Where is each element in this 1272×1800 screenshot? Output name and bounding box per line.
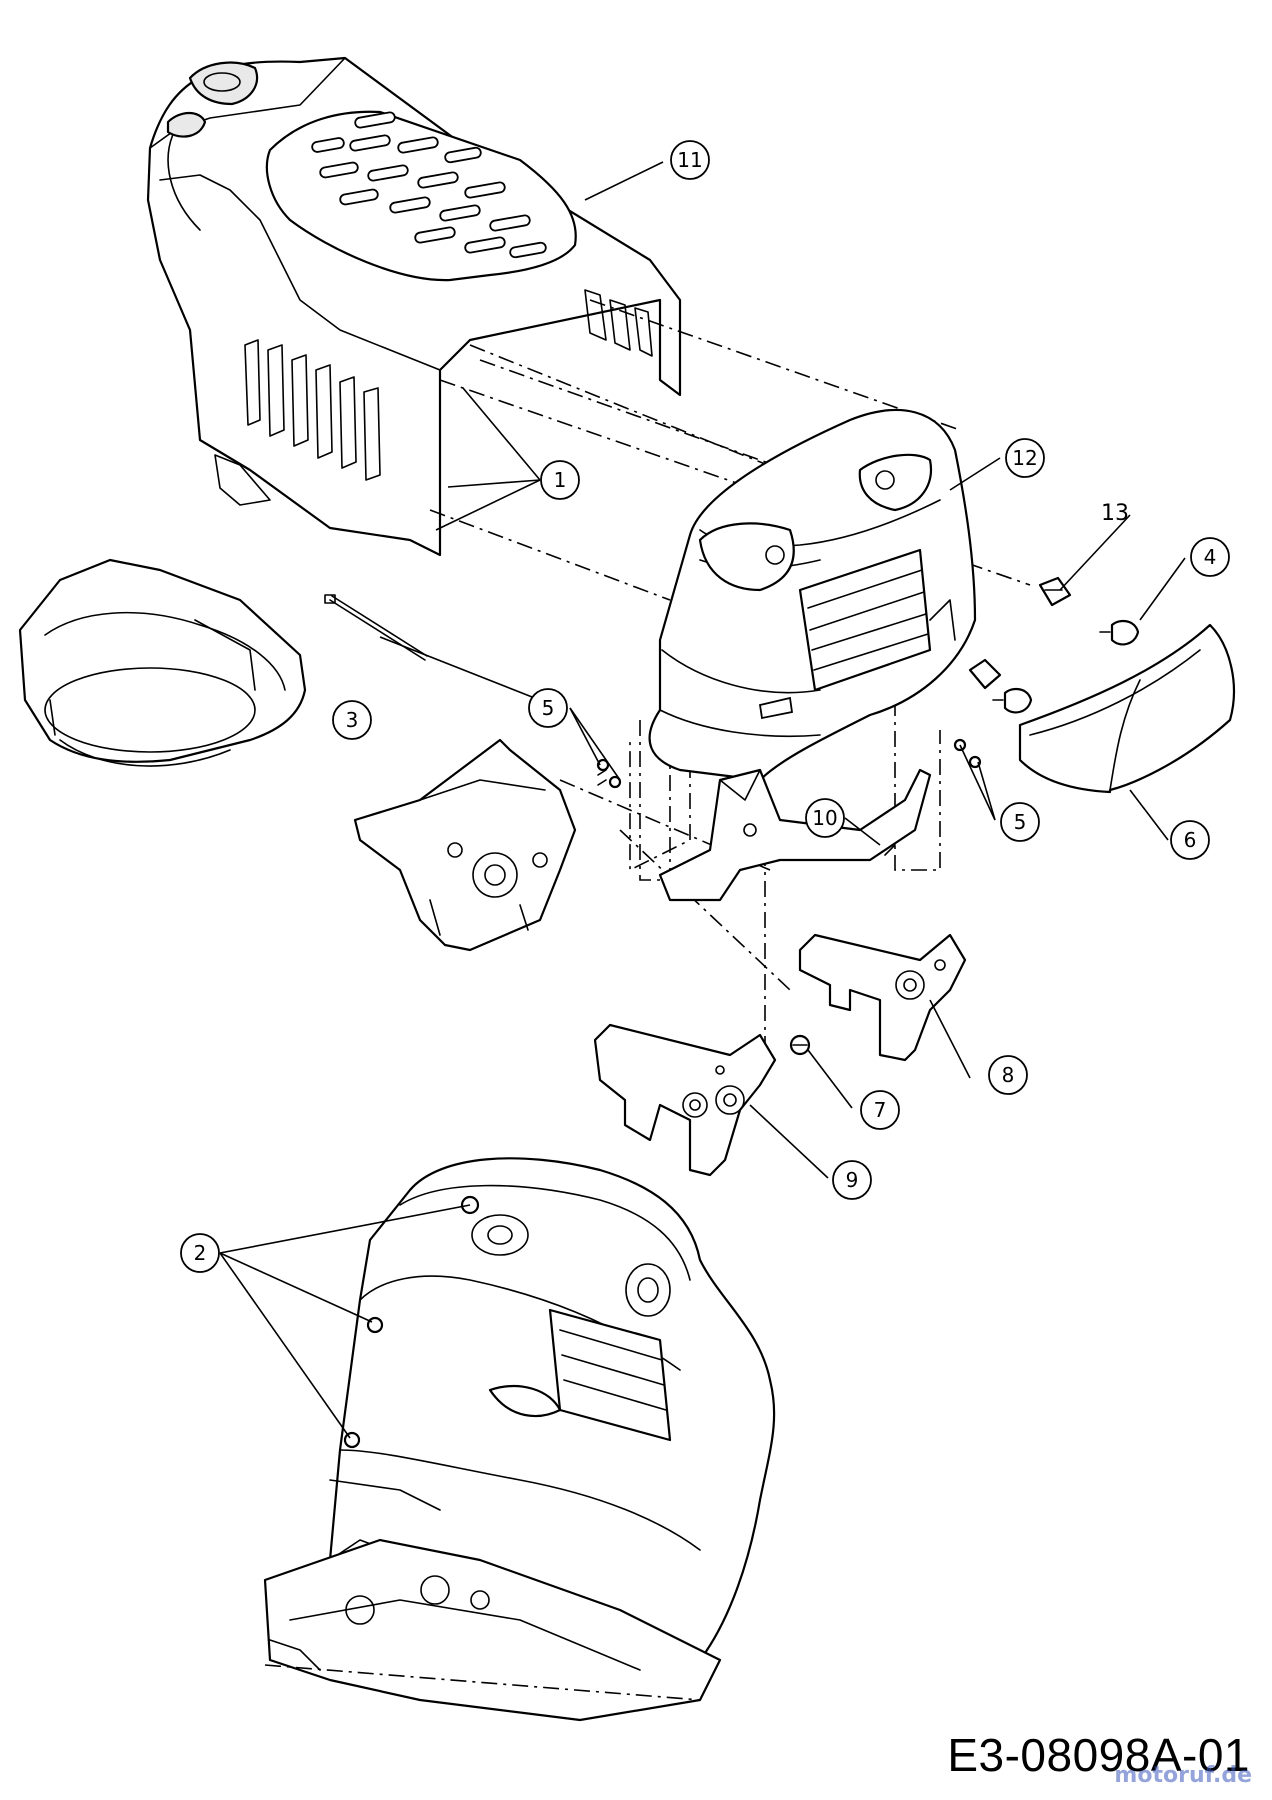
svg-text:8: 8 xyxy=(1002,1063,1015,1087)
clip-under-nose xyxy=(968,658,1002,690)
callout-4: 4 xyxy=(1190,537,1230,577)
label-13: 13 xyxy=(1101,501,1129,526)
svg-text:7: 7 xyxy=(874,1098,887,1122)
left-plate-part-9 xyxy=(593,1023,777,1177)
right-plate-part-8 xyxy=(798,933,967,1062)
battery-tray xyxy=(18,558,307,767)
callout-5-right: 5 xyxy=(1000,802,1040,842)
callout-10: 10 xyxy=(805,798,845,838)
cable-tie-part-3 xyxy=(324,594,428,661)
callout-7: 7 xyxy=(860,1090,900,1130)
front-nose-part-12 xyxy=(648,408,977,782)
watermark-logo: motoruf.de xyxy=(1114,1763,1252,1788)
svg-text:6: 6 xyxy=(1184,828,1197,852)
svg-text:2: 2 xyxy=(194,1241,207,1265)
callout-5-left: 5 xyxy=(528,688,568,728)
svg-text:5: 5 xyxy=(1014,810,1027,834)
push-rivet-part-4 xyxy=(992,619,1140,714)
dashboard-bracket xyxy=(353,738,577,952)
callout-12: 12 xyxy=(1005,438,1045,478)
chassis-frame xyxy=(263,1538,722,1722)
svg-text:1: 1 xyxy=(554,468,567,492)
assembled-front-view xyxy=(328,1157,776,1682)
bolt-part-7 xyxy=(789,1034,811,1056)
hood-part-11 xyxy=(146,56,682,557)
svg-text:5: 5 xyxy=(542,696,555,720)
clip-part-13 xyxy=(1038,576,1072,607)
drawing-code: E3-08098A-01 xyxy=(947,1729,1250,1781)
hood-top-vent-slots xyxy=(311,111,547,259)
svg-text:4: 4 xyxy=(1204,545,1217,569)
svg-text:3: 3 xyxy=(346,708,359,732)
callout-11: 11 xyxy=(670,140,710,180)
cross-bracket-part-10 xyxy=(658,768,932,902)
callout-3: 3 xyxy=(332,700,372,740)
leader-lines xyxy=(219,161,1186,1439)
svg-text:11: 11 xyxy=(677,148,702,172)
bumper-part-6 xyxy=(1018,623,1236,794)
svg-text:12: 12 xyxy=(1012,446,1037,470)
callout-9: 9 xyxy=(832,1160,872,1200)
hood-rear-vent-slots xyxy=(584,289,653,357)
callout-8: 8 xyxy=(988,1055,1028,1095)
callout-1: 1 xyxy=(540,460,580,500)
callout-2: 2 xyxy=(180,1233,220,1273)
screws-part-5 xyxy=(596,738,982,789)
callout-6: 6 xyxy=(1170,820,1210,860)
svg-text:10: 10 xyxy=(812,806,837,830)
svg-text:9: 9 xyxy=(846,1168,859,1192)
hood-side-vent-slots xyxy=(244,339,381,481)
